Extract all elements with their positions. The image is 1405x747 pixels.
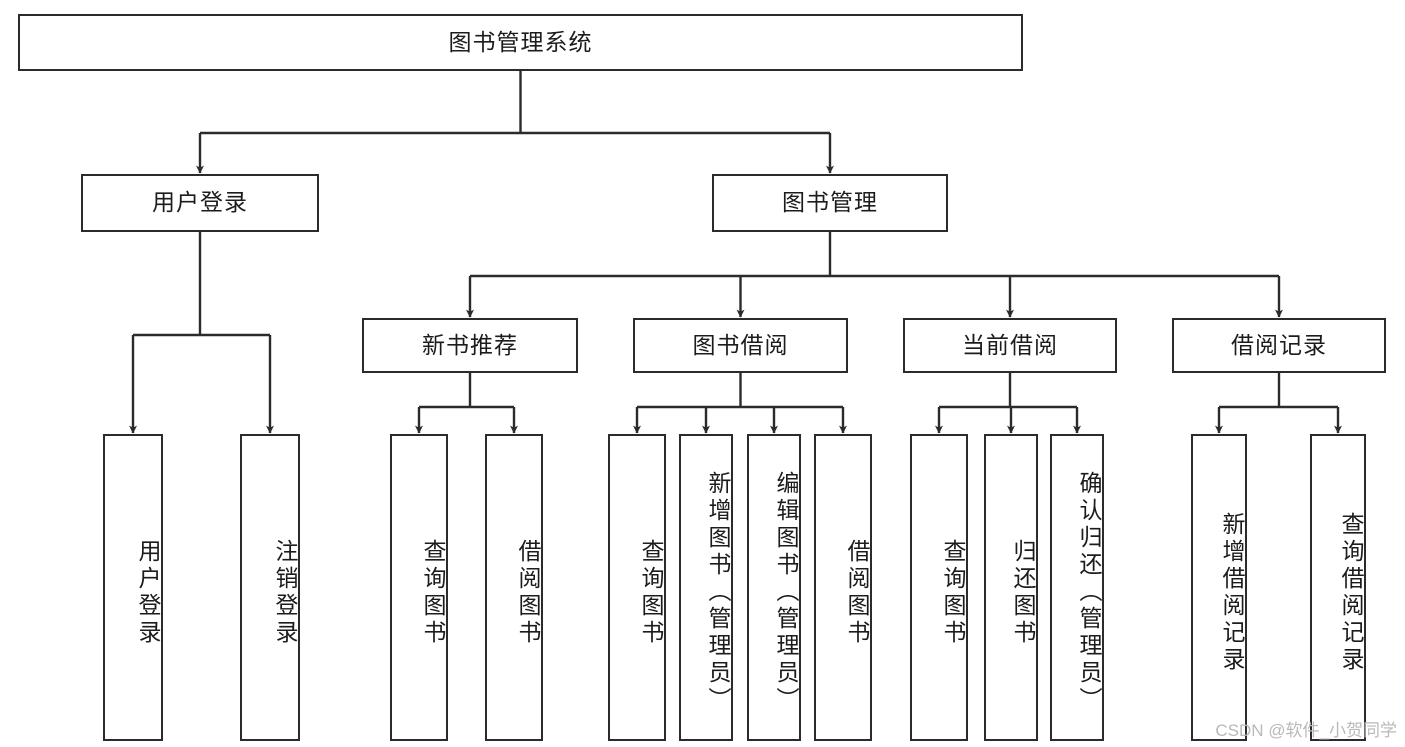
node-book-manage[interactable]: 图书管理 — [712, 174, 948, 232]
node-leaf-add-book[interactable]: 新增图书（管理员） — [679, 434, 733, 741]
node-label: 查询借阅记录 — [1338, 511, 1364, 674]
node-leaf-borrow-book-2[interactable]: 借阅图书 — [814, 434, 872, 741]
node-new-book-rec[interactable]: 新书推荐 — [362, 318, 578, 373]
node-leaf-query-record[interactable]: 查询借阅记录 — [1310, 434, 1366, 741]
node-label: 查询图书 — [638, 538, 664, 647]
node-label: 新增借阅记录 — [1219, 511, 1245, 674]
node-label: 用户登录 — [152, 189, 248, 216]
node-label: 查询图书 — [940, 538, 966, 647]
node-label: 借阅图书 — [515, 538, 541, 647]
node-leaf-user-logout[interactable]: 注销登录 — [240, 434, 300, 741]
node-leaf-add-record[interactable]: 新增借阅记录 — [1191, 434, 1247, 741]
node-label: 借阅记录 — [1231, 331, 1327, 358]
node-label: 查询图书 — [420, 538, 446, 647]
node-label: 编辑图书（管理员） — [773, 471, 799, 714]
node-label: 新书推荐 — [422, 331, 518, 358]
node-label: 确认归还（管理员） — [1076, 471, 1102, 714]
node-leaf-query-book-1[interactable]: 查询图书 — [390, 434, 448, 741]
csdn-watermark: CSDN @软件_小贺同学 — [1215, 721, 1397, 740]
node-label: 图书管理 — [782, 189, 878, 216]
node-label: 当前借阅 — [962, 331, 1058, 358]
node-leaf-query-book-2[interactable]: 查询图书 — [608, 434, 666, 741]
node-leaf-return-book[interactable]: 归还图书 — [984, 434, 1038, 741]
node-leaf-edit-book[interactable]: 编辑图书（管理员） — [747, 434, 801, 741]
node-current-borrow[interactable]: 当前借阅 — [903, 318, 1117, 373]
node-user-login[interactable]: 用户登录 — [81, 174, 319, 232]
node-label: 借阅图书 — [844, 538, 870, 647]
node-label: 注销登录 — [272, 538, 298, 647]
node-leaf-user-login[interactable]: 用户登录 — [103, 434, 163, 741]
node-label: 图书管理系统 — [448, 28, 593, 55]
node-leaf-confirm-return[interactable]: 确认归还（管理员） — [1050, 434, 1104, 741]
node-label: 新增图书（管理员） — [705, 471, 731, 714]
node-book-borrow[interactable]: 图书借阅 — [633, 318, 848, 373]
node-borrow-record[interactable]: 借阅记录 — [1172, 318, 1386, 373]
node-label: 归还图书 — [1010, 538, 1036, 647]
node-leaf-borrow-book-1[interactable]: 借阅图书 — [485, 434, 543, 741]
node-label: 用户登录 — [135, 538, 161, 647]
node-label: 图书借阅 — [692, 331, 789, 358]
node-leaf-query-book-3[interactable]: 查询图书 — [910, 434, 968, 741]
node-root[interactable]: 图书管理系统 — [18, 14, 1023, 71]
